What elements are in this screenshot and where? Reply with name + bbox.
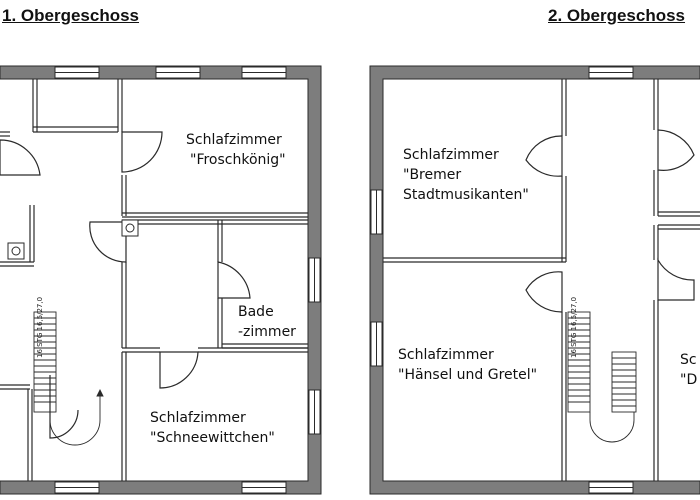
room-label-line: Schlafzimmer <box>150 410 246 426</box>
room-label-line: Schlafzimmer <box>403 147 499 163</box>
stair-note-line: 16 STG <box>570 332 578 358</box>
room-label-badezimmer: Bade -zimmer <box>238 302 296 342</box>
windows-right-1og <box>308 257 321 435</box>
windows-bottom-1og <box>54 481 287 494</box>
door-swings-2og <box>525 129 695 313</box>
staircase-2og <box>567 311 637 443</box>
room-label-line: "Schneewittchen" <box>150 430 275 446</box>
windows-2og <box>370 66 634 494</box>
staircase-1og <box>33 311 104 446</box>
floor-heading-2og: 2. Obergeschoss <box>548 6 686 25</box>
room-label-line: Sc <box>680 352 697 368</box>
stair-note-2og: 16 STG 16,5/27,0 <box>570 297 578 358</box>
stair-note-line: 16,5/27,0 <box>570 296 578 331</box>
room-label-line: -zimmer <box>238 324 296 340</box>
floor-plan-1og <box>0 65 322 495</box>
room-label-line: Schlafzimmer <box>186 132 282 148</box>
room-label-line: Schlafzimmer <box>398 347 494 363</box>
fixtures-1og <box>7 219 139 260</box>
room-label-froschkoenig: Schlafzimmer "Froschkönig" <box>186 130 286 170</box>
stair-note-line: 16,5/27,0 <box>36 296 44 331</box>
floor-heading-1og: 1. Obergeschoss <box>2 6 140 25</box>
windows-top-1og <box>54 66 287 79</box>
room-label-haensel-und-gretel: Schlafzimmer "Hänsel und Gretel" <box>398 345 537 385</box>
outer-wall-2og <box>369 65 700 495</box>
room-label-line: Stadtmusikanten" <box>403 187 529 203</box>
room-label-line: "D <box>680 372 698 388</box>
room-label-line: "Bremer <box>403 167 462 183</box>
room-label-cut-off: Sc "D <box>680 350 697 390</box>
room-label-bremer-stadtmusikanten: Schlafzimmer "Bremer Stadtmusikanten" <box>403 145 529 205</box>
stair-note-1og: 16 STG 16,5/27,0 <box>36 297 44 358</box>
interior-walls-2og <box>383 79 700 481</box>
room-label-line: "Hänsel und Gretel" <box>398 367 538 383</box>
room-label-schneewittchen: Schlafzimmer "Schneewittchen" <box>150 408 275 448</box>
stair-note-line: 16 STG <box>36 332 44 358</box>
floor-plan-2og <box>369 65 700 495</box>
door-swings-1og <box>0 131 251 439</box>
room-label-line: "Froschkönig" <box>190 152 286 168</box>
room-label-line: Bade <box>238 304 274 320</box>
outer-wall-1og <box>0 65 322 495</box>
interior-walls-1og <box>0 79 308 481</box>
